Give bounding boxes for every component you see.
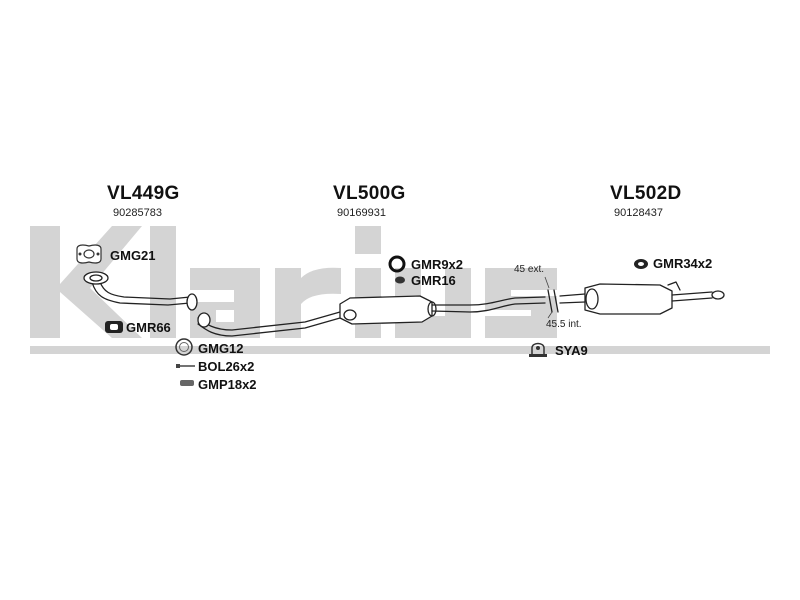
rear-pipe xyxy=(559,293,586,297)
part-label-sya9: SYA9 xyxy=(555,343,588,358)
front-pipe-flange xyxy=(83,271,109,285)
rubber-mount-icon xyxy=(105,321,123,333)
centre-pipe xyxy=(197,311,341,331)
part-label-bol26x2: BOL26x2 xyxy=(198,359,255,374)
part-label-gmg21: GMG21 xyxy=(110,248,156,263)
clamp-icon xyxy=(180,380,194,386)
section-number-vl449g: 90285783 xyxy=(113,207,162,219)
mounting-kit-icon xyxy=(529,342,547,357)
rear-silencer xyxy=(584,283,673,315)
hanger-rubber-icon xyxy=(634,259,648,269)
centre-silencer xyxy=(339,295,433,325)
section-title-vl449g: VL449G xyxy=(107,183,180,204)
part-label-gmg12: GMG12 xyxy=(198,341,244,356)
gasket-icon xyxy=(76,244,102,264)
dimension-ext: 45 ext. xyxy=(514,264,545,275)
small-rubber-icon xyxy=(395,276,405,284)
part-label-gmp18x2: GMP18x2 xyxy=(198,377,257,392)
section-title-vl500g: VL500G xyxy=(333,183,406,204)
front-pipe xyxy=(91,281,191,306)
tailpipe xyxy=(711,290,725,300)
part-label-gmr66: GMR66 xyxy=(126,320,171,335)
section-title-vl502d: VL502D xyxy=(610,183,682,204)
section-number-vl502d: 90128437 xyxy=(614,207,663,219)
dimension-int: 45.5 int. xyxy=(546,319,582,330)
bolt-icon xyxy=(176,364,195,368)
part-label-gmr34x2: GMR34x2 xyxy=(653,256,713,271)
ring-gasket-icon xyxy=(175,338,193,356)
part-label-gmr9x2: GMR9x2 xyxy=(411,257,464,272)
part-label-gmr16: GMR16 xyxy=(411,273,456,288)
rubber-ring-icon xyxy=(388,255,406,273)
section-number-vl500g: 90169931 xyxy=(337,207,386,219)
